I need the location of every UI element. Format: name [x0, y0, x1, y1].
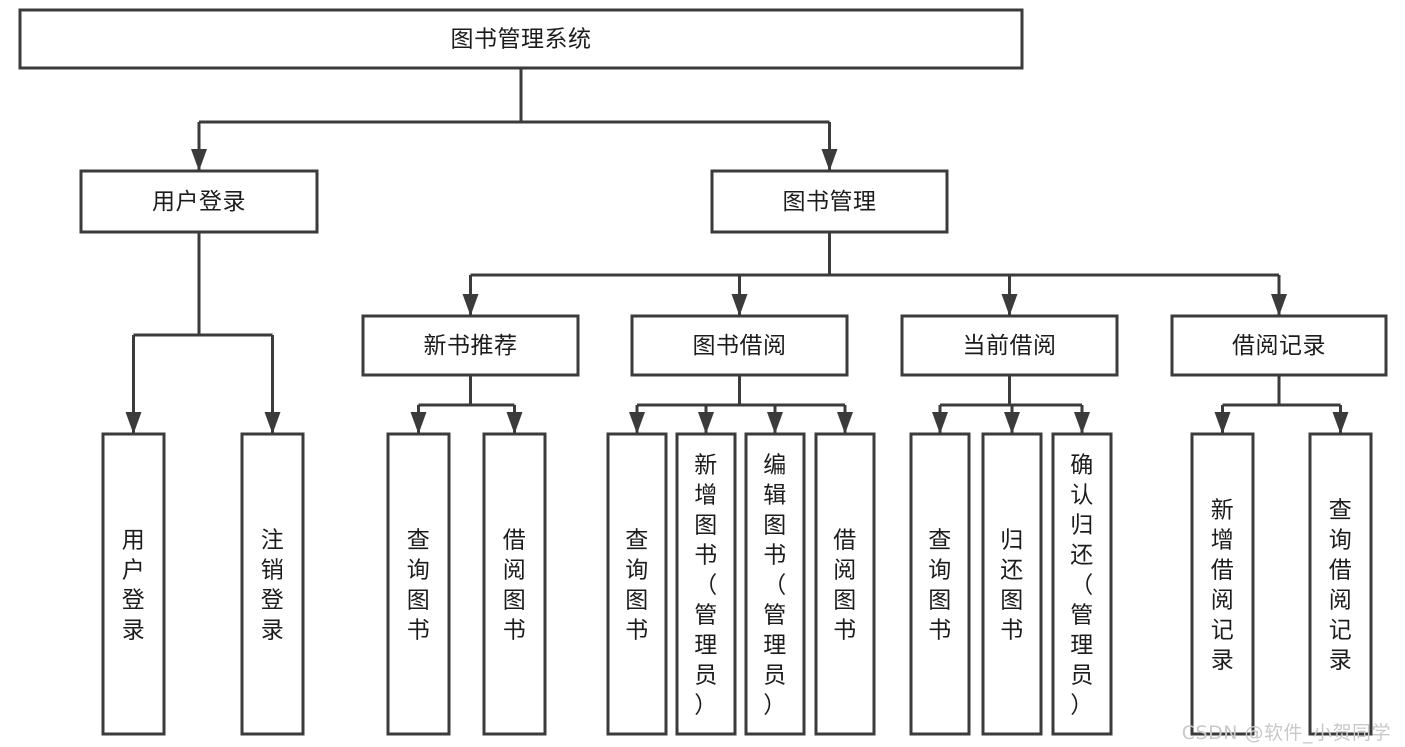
node-leaf-rec-query-book[interactable]: 查询图书 — [386, 432, 451, 736]
arrow-head — [1271, 294, 1287, 316]
node-label: 查询图书 — [407, 527, 431, 643]
node-leaf-rec-borrow-book[interactable]: 借阅图书 — [482, 432, 547, 736]
node-l3-book-borrow[interactable]: 图书借阅 — [630, 314, 849, 377]
node-l2-user-login[interactable]: 用户登录 — [79, 169, 319, 234]
node-label: 查询图书 — [625, 527, 649, 643]
node-box — [630, 314, 849, 377]
node-box — [909, 432, 971, 736]
node-box — [744, 432, 806, 736]
node-leaf-borrow-edit-book[interactable]: 编辑图书（管理员） — [744, 432, 806, 736]
arrow-head — [1332, 412, 1349, 434]
node-box — [606, 432, 668, 736]
connector-layer — [125, 68, 1349, 434]
arrow-head — [506, 412, 523, 434]
arrow-head — [1074, 412, 1090, 434]
node-box — [900, 314, 1119, 377]
node-label: 注销登录 — [261, 527, 285, 643]
node-box — [482, 432, 547, 736]
node-box — [1051, 432, 1113, 736]
node-box — [386, 432, 451, 736]
node-label: 借阅记录 — [1232, 333, 1326, 359]
arrow-head — [462, 294, 479, 316]
arrow-head — [932, 412, 948, 434]
node-root[interactable]: 图书管理系统 — [18, 8, 1024, 70]
node-layer: 图书管理系统用户登录图书管理新书推荐图书借阅当前借阅借阅记录用户登录注销登录查询… — [18, 8, 1388, 736]
node-box — [240, 432, 305, 736]
node-l2-book-manage[interactable]: 图书管理 — [710, 169, 949, 234]
node-label: 确认归还（管理员） — [1070, 452, 1094, 718]
node-box — [710, 169, 949, 234]
node-leaf-borrow-add-book[interactable]: 新增图书（管理员） — [675, 432, 737, 736]
arrow-head — [1001, 294, 1018, 316]
node-label: 借阅图书 — [833, 527, 857, 643]
arrow-head — [629, 412, 645, 434]
node-box — [1170, 314, 1388, 377]
arrow-head — [264, 412, 281, 434]
node-label: 用户登录 — [152, 189, 246, 215]
arrow-head — [698, 412, 714, 434]
node-label: 图书借阅 — [693, 333, 787, 359]
arrow-head — [191, 149, 207, 171]
node-label: 图书管理 — [783, 189, 877, 215]
node-label: 查询图书 — [928, 527, 952, 643]
node-label: 图书管理系统 — [451, 27, 592, 53]
node-label: 查询借阅记录 — [1329, 497, 1353, 673]
node-l3-borrow-record[interactable]: 借阅记录 — [1170, 314, 1388, 377]
node-leaf-rec-query-record[interactable]: 查询借阅记录 — [1308, 432, 1373, 736]
node-leaf-user-logout[interactable]: 注销登录 — [240, 432, 305, 736]
node-box — [981, 432, 1043, 736]
node-leaf-borrow-query-book[interactable]: 查询图书 — [606, 432, 668, 736]
node-leaf-cur-query-book[interactable]: 查询图书 — [909, 432, 971, 736]
node-box — [101, 432, 166, 736]
arrow-head — [821, 149, 838, 171]
watermark-label: CSDN @软件_小贺同学 — [1181, 722, 1391, 744]
node-label: 借阅图书 — [503, 527, 527, 643]
node-box — [814, 432, 876, 736]
node-box — [675, 432, 737, 736]
node-box — [361, 314, 580, 377]
arrow-head — [125, 412, 142, 434]
node-l3-new-book-rec[interactable]: 新书推荐 — [361, 314, 580, 377]
arrow-head — [731, 294, 748, 316]
arrow-head — [767, 412, 783, 434]
node-box — [1190, 432, 1255, 736]
node-leaf-borrow-borrow-book[interactable]: 借阅图书 — [814, 432, 876, 736]
node-l3-current-borrow[interactable]: 当前借阅 — [900, 314, 1119, 377]
node-leaf-cur-return-book[interactable]: 归还图书 — [981, 432, 1043, 736]
arrow-head — [410, 412, 427, 434]
arrow-head — [1004, 412, 1020, 434]
node-leaf-user-login[interactable]: 用户登录 — [101, 432, 166, 736]
node-label: 当前借阅 — [963, 333, 1057, 359]
arrow-head — [837, 412, 853, 434]
node-label: 归还图书 — [1000, 527, 1024, 643]
node-label: 用户登录 — [122, 527, 146, 643]
node-label: 新增借阅记录 — [1211, 497, 1235, 673]
node-box — [79, 169, 319, 234]
node-leaf-cur-confirm-return[interactable]: 确认归还（管理员） — [1051, 432, 1113, 736]
node-label: 新增图书（管理员） — [694, 452, 718, 718]
arrow-head — [1214, 412, 1231, 434]
node-box — [1308, 432, 1373, 736]
node-box — [18, 8, 1024, 70]
node-leaf-rec-add-record[interactable]: 新增借阅记录 — [1190, 432, 1255, 736]
node-label: 新书推荐 — [424, 333, 518, 359]
node-label: 编辑图书（管理员） — [763, 452, 787, 718]
